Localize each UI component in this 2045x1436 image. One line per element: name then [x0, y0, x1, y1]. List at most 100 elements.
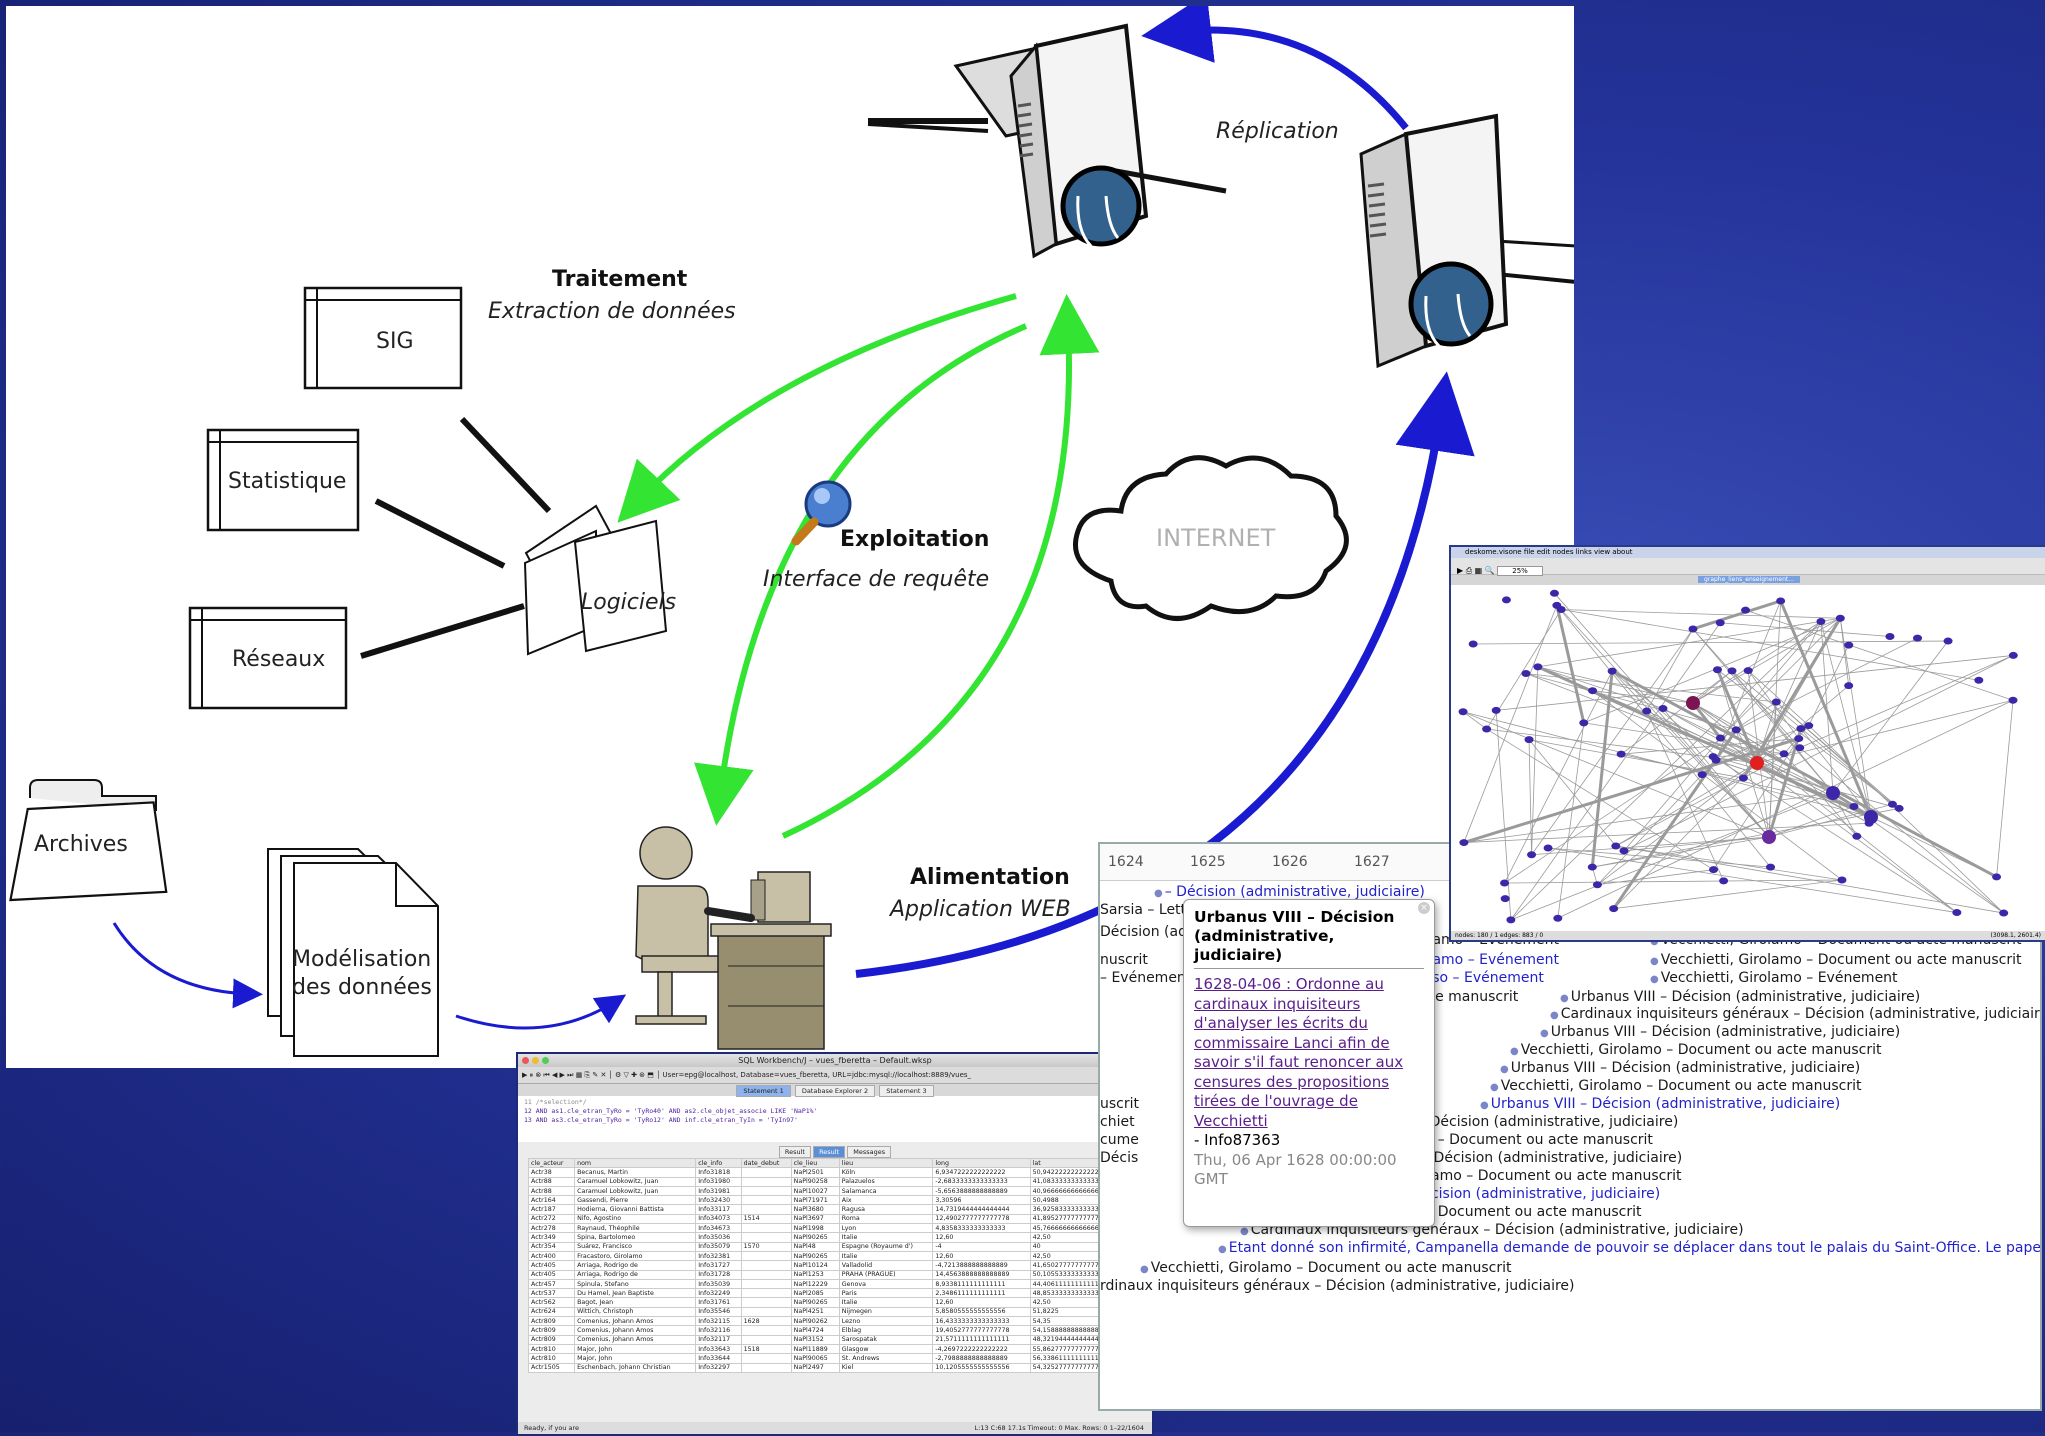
- table-cell[interactable]: NaPl4724: [790, 1325, 840, 1336]
- graph-node[interactable]: [1506, 916, 1516, 924]
- table-cell[interactable]: NaPl1253: [790, 1269, 840, 1280]
- timeline-event[interactable]: Vecchietti, Girolamo – Evénement: [1650, 970, 1898, 986]
- table-cell[interactable]: Actr278: [527, 1223, 576, 1234]
- minimize-window-button[interactable]: [532, 1057, 539, 1064]
- graph-node[interactable]: [1709, 866, 1719, 874]
- tab-statement-1[interactable]: Statement 1: [736, 1085, 791, 1097]
- graph-node[interactable]: [1527, 851, 1537, 859]
- table-cell[interactable]: [740, 1232, 792, 1243]
- graph-node[interactable]: [1894, 804, 1904, 812]
- table-cell[interactable]: Arriaga, Rodrigo de: [574, 1260, 697, 1271]
- graph-node[interactable]: [1776, 597, 1786, 605]
- table-cell[interactable]: 12,60: [932, 1232, 1031, 1243]
- table-cell[interactable]: Palazuelos: [838, 1176, 934, 1187]
- table-cell[interactable]: Info33117: [695, 1204, 742, 1215]
- timeline-event-fragment[interactable]: cume: [1100, 1132, 1139, 1148]
- graph-node[interactable]: [1992, 873, 2002, 881]
- table-cell[interactable]: Gassendi, Pierre: [574, 1195, 697, 1206]
- table-cell[interactable]: 1628: [740, 1316, 792, 1327]
- graph-node[interactable]: [1952, 909, 1962, 917]
- timeline-event[interactable]: Vecchietti, Girolamo – Document ou acte …: [1490, 1078, 1862, 1094]
- table-cell[interactable]: Info33644: [695, 1353, 742, 1364]
- graph-node[interactable]: [1533, 663, 1543, 671]
- graph-node[interactable]: [1796, 725, 1806, 733]
- table-cell[interactable]: NaPl71971: [790, 1195, 840, 1206]
- table-cell[interactable]: [740, 1223, 792, 1234]
- table-cell[interactable]: Actr187: [527, 1204, 576, 1215]
- popup-link-text[interactable]: 1628-04-06 : Ordonne au cardinaux inquis…: [1194, 975, 1404, 1130]
- graph-node[interactable]: [1588, 687, 1598, 695]
- table-cell[interactable]: Caramuel Lobkowitz, Juan: [574, 1176, 697, 1187]
- tab-statement-3[interactable]: Statement 3: [879, 1085, 934, 1097]
- table-cell[interactable]: NaPl90265: [790, 1232, 840, 1243]
- table-cell[interactable]: Ragusa: [838, 1204, 934, 1215]
- table-cell[interactable]: Actr164: [527, 1195, 576, 1206]
- table-cell[interactable]: Actr349: [527, 1232, 576, 1243]
- table-cell[interactable]: Info32117: [695, 1334, 742, 1345]
- table-cell[interactable]: NaPl1998: [790, 1223, 840, 1234]
- table-cell[interactable]: Info33643: [695, 1343, 742, 1355]
- timeline-event[interactable]: maso – Evénement: [1410, 970, 1544, 986]
- table-cell[interactable]: Info35079: [695, 1241, 742, 1252]
- table-cell[interactable]: Info31980: [695, 1176, 742, 1187]
- graph-node[interactable]: [1826, 786, 1840, 800]
- table-cell[interactable]: NaPl2085: [790, 1288, 840, 1299]
- table-cell[interactable]: Actr810: [527, 1353, 576, 1364]
- graph-node[interactable]: [1524, 736, 1534, 744]
- graph-node[interactable]: [1549, 589, 1559, 597]
- graph-node[interactable]: [1816, 617, 1826, 625]
- table-cell[interactable]: [740, 1185, 792, 1197]
- table-cell[interactable]: Köln: [838, 1167, 934, 1178]
- table-cell[interactable]: Italie: [838, 1297, 934, 1308]
- graph-node[interactable]: [1794, 735, 1804, 743]
- table-cell[interactable]: Info31728: [695, 1269, 742, 1280]
- graph-node[interactable]: [1731, 726, 1741, 734]
- table-cell[interactable]: Raynaud, Théophile: [574, 1223, 697, 1234]
- column-header[interactable]: cle_lieu: [790, 1157, 840, 1169]
- graph-node[interactable]: [1837, 876, 1847, 884]
- table-cell[interactable]: [740, 1269, 792, 1280]
- column-header[interactable]: long: [932, 1157, 1031, 1169]
- tab-result-2[interactable]: Result: [813, 1146, 846, 1158]
- table-cell[interactable]: NaPl3152: [790, 1334, 840, 1345]
- table-cell[interactable]: NaPl90065: [790, 1353, 840, 1364]
- timeline-event-fragment[interactable]: chiet: [1100, 1114, 1135, 1130]
- graph-node[interactable]: [1468, 640, 1478, 648]
- table-cell[interactable]: Info35036: [695, 1232, 742, 1243]
- graph-node[interactable]: [1738, 774, 1748, 782]
- table-cell[interactable]: Info31818: [695, 1167, 742, 1178]
- table-cell[interactable]: [740, 1176, 792, 1187]
- graph-node[interactable]: [1974, 676, 1984, 684]
- table-cell[interactable]: -4,7213888888888889: [932, 1260, 1031, 1271]
- table-cell[interactable]: NaPl12229: [790, 1278, 840, 1290]
- table-cell[interactable]: Info31761: [695, 1297, 742, 1308]
- table-cell[interactable]: 12,60: [932, 1297, 1031, 1308]
- maximize-window-button[interactable]: [542, 1057, 549, 1064]
- toolbar-icons[interactable]: ▶ ⏸ ⊗ ⏮ ◀ ▶ ⏭ ▦ ⎘ ✎ ✕ │ ⚙ ▽ ✚ ⊛ ⬒ │: [522, 1071, 663, 1079]
- table-cell[interactable]: 10,1205555555555556: [932, 1362, 1031, 1373]
- timeline-event[interactable]: Urbanus VIII – Décision (administrative,…: [1540, 1024, 1901, 1040]
- graph-node[interactable]: [1459, 839, 1469, 847]
- table-cell[interactable]: Italie: [838, 1250, 934, 1262]
- table-cell[interactable]: 19,4052777777777778: [932, 1325, 1031, 1336]
- timeline-event[interactable]: Sarsia – Lettr: [1100, 902, 1192, 918]
- table-cell[interactable]: 2,3486111111111111: [932, 1288, 1031, 1299]
- network-graph[interactable]: [1451, 585, 2045, 931]
- table-cell[interactable]: 16,4333333333333333: [932, 1316, 1031, 1327]
- table-cell[interactable]: Caramuel Lobkowitz, Juan: [574, 1185, 697, 1197]
- column-header[interactable]: date_debut: [740, 1157, 792, 1169]
- graph-node[interactable]: [1779, 750, 1789, 758]
- timeline-event[interactable]: – Evénemen: [1100, 970, 1186, 986]
- table-cell[interactable]: NaPl3680: [790, 1204, 840, 1215]
- graph-node[interactable]: [1887, 800, 1897, 808]
- table-cell[interactable]: NaPl48: [790, 1241, 840, 1252]
- graph-node[interactable]: [1715, 619, 1725, 627]
- table-cell[interactable]: [740, 1250, 792, 1262]
